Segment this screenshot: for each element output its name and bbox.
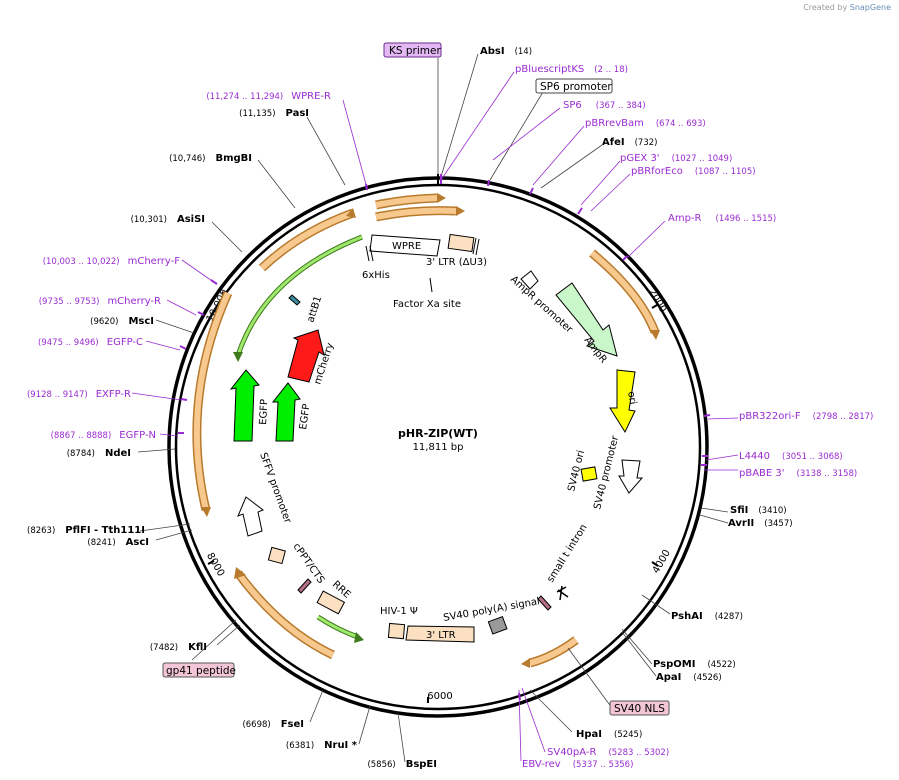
primer-mcherry-r: (9735 .. 9753)mCherry-R xyxy=(39,296,161,307)
rre-block xyxy=(316,590,346,615)
boxed-labels: KS primer SP6 promoter SV40 NLS gp41 pep… xyxy=(162,42,670,716)
sp6-promoter-label: SP6 promoter xyxy=(540,81,612,93)
tick-8000: 8000 xyxy=(204,551,226,579)
enzyme-absi: AbsI(14) xyxy=(480,46,532,57)
sffv-promoter-arrow xyxy=(237,496,265,537)
primer-pbluescriptks: pBluescriptKS(2 .. 18) xyxy=(515,64,628,75)
ampr-arrow xyxy=(555,282,618,357)
primer-egfp-n: (8867 .. 8888)EGFP-N xyxy=(51,430,156,441)
enzyme-labels-left: (5856)BspEI (6381)NruI * (6698)FseI (748… xyxy=(27,108,437,770)
leader-lines xyxy=(131,53,739,763)
backbone-inner-ring xyxy=(174,183,702,711)
primer-pgex3: pGEX 3'(1027 .. 1049) xyxy=(620,153,732,164)
sffv-promoter-label: SFFV promoter xyxy=(257,451,293,525)
sv40-nls-label: SV40 NLS xyxy=(614,703,665,715)
ltr3-label: 3' LTR xyxy=(426,630,456,641)
egfp-label-1: EGFP xyxy=(258,399,270,425)
ltr3-du3-block xyxy=(447,233,475,253)
primer-amp-r: Amp-R(1496 .. 1515) xyxy=(668,213,776,224)
gp41-peptide-label: gp41 peptide xyxy=(166,665,236,677)
enzyme-kfli: (7482)KflI xyxy=(150,642,207,653)
primer-labels-left: (8867 .. 8888)EGFP-N (9128 .. 9147)EXFP-… xyxy=(27,91,331,441)
wpre-label: WPRE xyxy=(392,241,421,252)
site-markers xyxy=(178,174,711,701)
primer-pbabe3: pBABE 3'(3138 .. 3158) xyxy=(739,468,857,479)
primer-wpre-r: (11,274 .. 11,294)WPRE-R xyxy=(206,91,331,102)
enzyme-pflfi-tth111i: (8263)PflFI - Tth111I xyxy=(27,525,145,536)
ltr3-block xyxy=(405,625,475,643)
plasmid-name: pHR-ZIP(WT) xyxy=(398,427,478,440)
mcherry-arrow xyxy=(287,329,325,383)
sv40-nls-marker xyxy=(537,595,552,611)
primer-sv40pa-r: SV40pA-R(5283 .. 5302) xyxy=(547,747,669,758)
egfp-label-2: EGFP xyxy=(298,403,312,430)
hiv1-psi-block xyxy=(387,622,406,640)
egfp-arrow-2 xyxy=(271,382,301,442)
enzyme-apai: ApaI(4526) xyxy=(656,672,722,683)
primer-exfp-r: (9128 .. 9147)EXFP-R xyxy=(27,389,131,400)
outer-arcs xyxy=(192,193,660,668)
snapgene-logo: SnapGene xyxy=(849,3,891,12)
cppt-marker xyxy=(297,578,312,594)
enzyme-asisi: (10,301)AsiSI xyxy=(131,214,205,225)
primer-egfp-c: (9475 .. 9496)EGFP-C xyxy=(38,337,143,348)
primer-mcherry-f: (10,003 .. 10,022)mCherry-F xyxy=(43,256,181,267)
sffv-small-block xyxy=(267,546,286,565)
enzyme-hpai: HpaI(5245) xyxy=(576,729,642,740)
small-t-intron-label: small t intron xyxy=(545,523,589,585)
sv40-promoter-label: SV40 promoter xyxy=(592,434,621,511)
enzyme-fsei: (6698)FseI xyxy=(242,719,304,730)
primer-pbr322ori-f: pBR322ori-F(2798 .. 2817) xyxy=(739,411,873,422)
ori-label: ori xyxy=(625,391,638,406)
arc-arrowheads xyxy=(201,193,660,668)
enzyme-msci: (9620)MscI xyxy=(90,316,154,327)
sv40-ori-block xyxy=(580,466,598,482)
credit-prefix: Created by xyxy=(803,3,848,12)
his6-label: 6xHis xyxy=(362,270,390,281)
enzyme-avrii: AvrII(3457) xyxy=(728,518,793,529)
enzyme-nrui: (6381)NruI * xyxy=(286,740,358,751)
small-t-intron-marker xyxy=(556,585,569,601)
hiv1-psi-label: HIV-1 Ψ xyxy=(380,606,418,617)
primer-labels-right: pBluescriptKS(2 .. 18) SP6(367 .. 384) p… xyxy=(515,64,873,770)
attb1-marker xyxy=(288,294,301,306)
enzyme-pasi: (11,135)PasI xyxy=(239,108,309,119)
ltr3-du3-label: 3' LTR (ΔU3) xyxy=(426,257,487,268)
primer-pbrforeco: pBRforEco(1087 .. 1105) xyxy=(631,166,756,177)
enzyme-pspomi: PspOMI(4522) xyxy=(653,659,736,670)
enzyme-ndei: (8784)NdeI xyxy=(67,448,131,459)
enzyme-pshai: PshAI(4287) xyxy=(671,611,743,622)
sv40-polya-label: SV40 poly(A) signal xyxy=(443,596,541,624)
primer-pbrrevbam: pBRrevBam(674 .. 693) xyxy=(585,118,706,129)
attb1-label: attB1 xyxy=(305,295,324,324)
egfp-arrow-1 xyxy=(229,369,260,442)
credit-text: Created by SnapGene xyxy=(803,3,891,12)
sv40-polya-block xyxy=(487,615,508,635)
tick-6000: 6000 xyxy=(427,691,452,702)
enzyme-bmgbi: (10,746)BmgBI xyxy=(169,153,252,164)
primer-ebv-rev: EBV-rev(5337 .. 5356) xyxy=(522,759,633,770)
enzyme-afei: AfeI(732) xyxy=(602,137,657,148)
enzyme-labels-right: AbsI(14) AfeI(732) SfiI(3410) AvrII(3457… xyxy=(480,46,793,740)
ampr-promoter-block xyxy=(520,270,539,290)
factor-xa-label: Factor Xa site xyxy=(393,299,461,310)
enzyme-bspei: (5856)BspEI xyxy=(367,759,437,770)
primer-l4440: L4440(3051 .. 3068) xyxy=(739,451,843,462)
sv40-promoter-arrow xyxy=(618,459,644,494)
ori-arrow xyxy=(609,369,636,434)
enzyme-sfii: SfiI(3410) xyxy=(730,505,787,516)
wpre-block xyxy=(369,234,441,257)
plasmid-length: 11,811 bp xyxy=(413,442,464,453)
primer-sp6: SP6(367 .. 384) xyxy=(563,100,646,111)
ks-primer-label: KS primer xyxy=(389,45,441,57)
enzyme-asci: (8241)AscI xyxy=(87,537,149,548)
